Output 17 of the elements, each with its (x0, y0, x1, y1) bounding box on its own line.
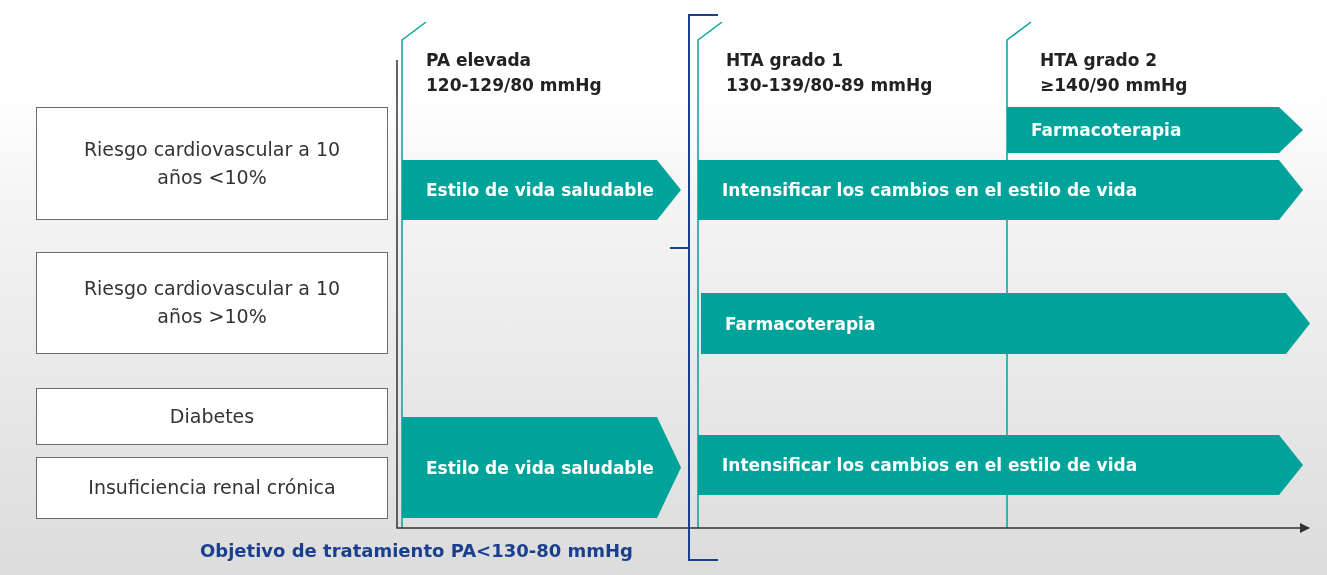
column-heading: 120-129/80 mmHg (426, 75, 602, 95)
arrow-label: Intensificar los cambios en el estilo de vida (722, 180, 1138, 200)
column-heading: HTA grado 2 (1040, 50, 1158, 70)
arrow-label: Estilo de vida saludable (426, 180, 654, 200)
column-heading: PA elevada (426, 50, 532, 70)
column-heading: 130-139/80-89 mmHg (726, 75, 933, 95)
arrow-label: Estilo de vida saludable (426, 457, 654, 478)
arrow-label: Farmacoterapia (1031, 120, 1182, 140)
goal-note: Objetivo de tratamiento PA<130-80 mmHg (200, 540, 633, 561)
arrow-label: Intensificar los cambios en el estilo de vida (722, 455, 1138, 475)
category-box: Insuficiencia renal crónica (36, 457, 388, 519)
column-heading: HTA grado 1 (726, 50, 844, 70)
arrow-label: Farmacoterapia (725, 313, 876, 334)
category-box: Riesgo cardiovascular a 10 años <10% (36, 107, 388, 220)
column-heading: ≥140/90 mmHg (1040, 75, 1188, 95)
category-box: Riesgo cardiovascular a 10 años >10% (36, 252, 388, 354)
category-box: Diabetes (36, 388, 388, 445)
